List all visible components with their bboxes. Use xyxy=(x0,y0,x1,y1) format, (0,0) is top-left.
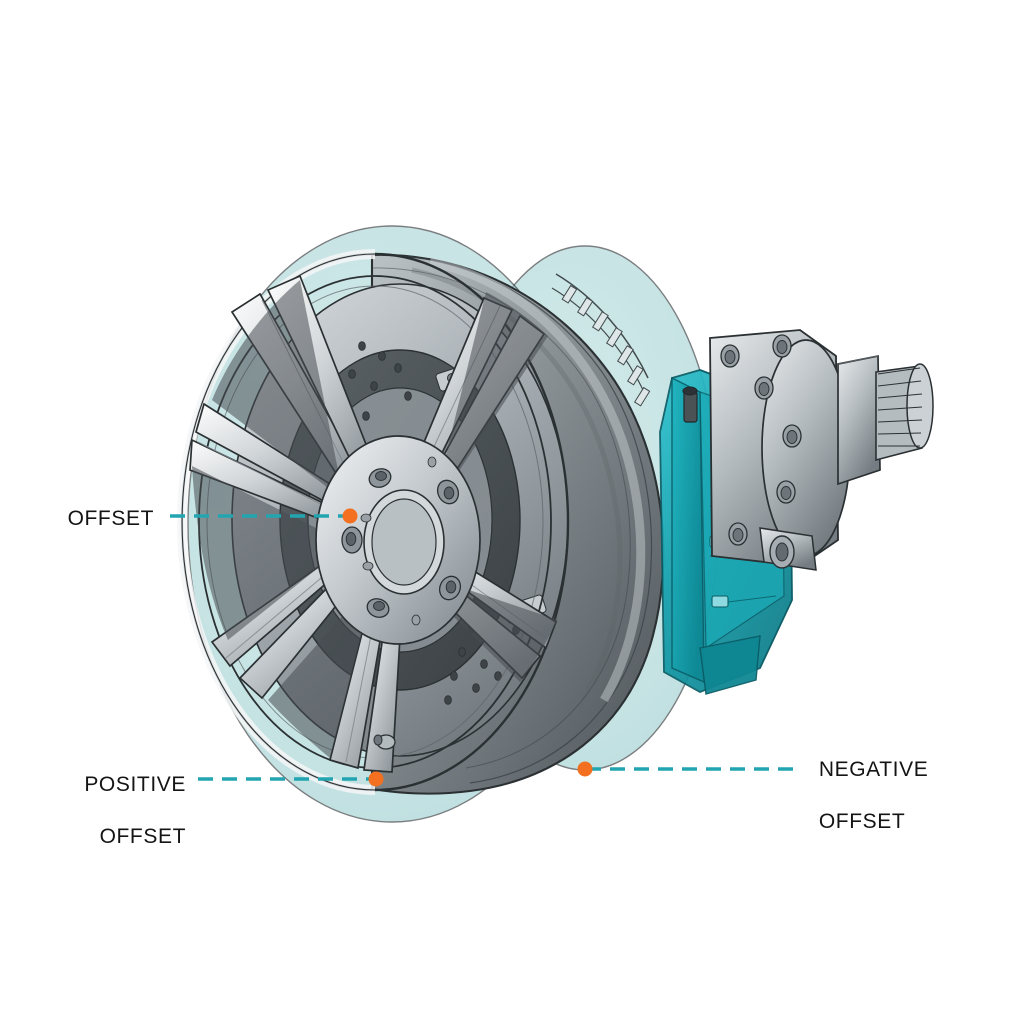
negative-offset-label-line1: NEGATIVE xyxy=(818,758,929,781)
positive-offset-label-line1: POSITIVE xyxy=(84,773,186,796)
wheel-center-hub xyxy=(315,435,481,645)
negative-offset-label-line2: OFFSET xyxy=(818,810,906,833)
negative-offset-marker xyxy=(577,761,593,777)
valve-stem xyxy=(373,734,396,750)
leader-lines xyxy=(170,514,795,781)
wheel-spokes xyxy=(177,249,570,795)
offset-marker xyxy=(342,508,358,524)
positive-offset-label-line2: OFFSET xyxy=(99,825,186,848)
rotor-vane-detail xyxy=(551,273,651,407)
positive-offset-label: POSITIVE OFFSET xyxy=(0,746,186,850)
caliper-mount-ear xyxy=(759,527,817,571)
offset-label: OFFSET xyxy=(67,507,154,530)
positive-offset-marker xyxy=(368,771,384,787)
offset-markers xyxy=(342,508,593,787)
caliper-bleeder xyxy=(682,386,698,423)
wheel-hub xyxy=(709,329,851,571)
axle-spindle xyxy=(837,354,934,486)
negative-offset-label: NEGATIVE OFFSET xyxy=(806,731,1006,835)
